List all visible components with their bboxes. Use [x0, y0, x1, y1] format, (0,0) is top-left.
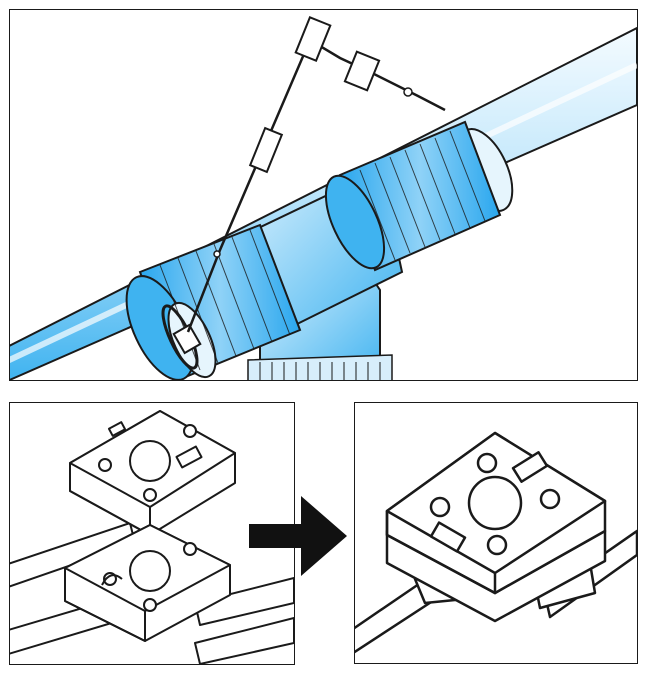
- separate-mounts-illustration: [10, 410, 294, 664]
- lower-tie-mount: [64, 524, 231, 642]
- tie-chain: [186, 15, 446, 333]
- before-stacking-panel: [9, 402, 295, 665]
- after-stacking-panel: [354, 402, 638, 664]
- upper-tie-mount: [69, 410, 236, 536]
- right-arrow-icon: [249, 496, 347, 576]
- tee-body: [247, 270, 393, 380]
- stacked-mounts-illustration: [355, 431, 637, 654]
- top-illustration-panel: [9, 9, 638, 381]
- right-union-nut: [324, 120, 514, 272]
- pipe-tee-illustration: [10, 15, 637, 380]
- pipe-clamp-ring: [161, 304, 202, 370]
- stacked-upper-mount: [385, 431, 607, 595]
